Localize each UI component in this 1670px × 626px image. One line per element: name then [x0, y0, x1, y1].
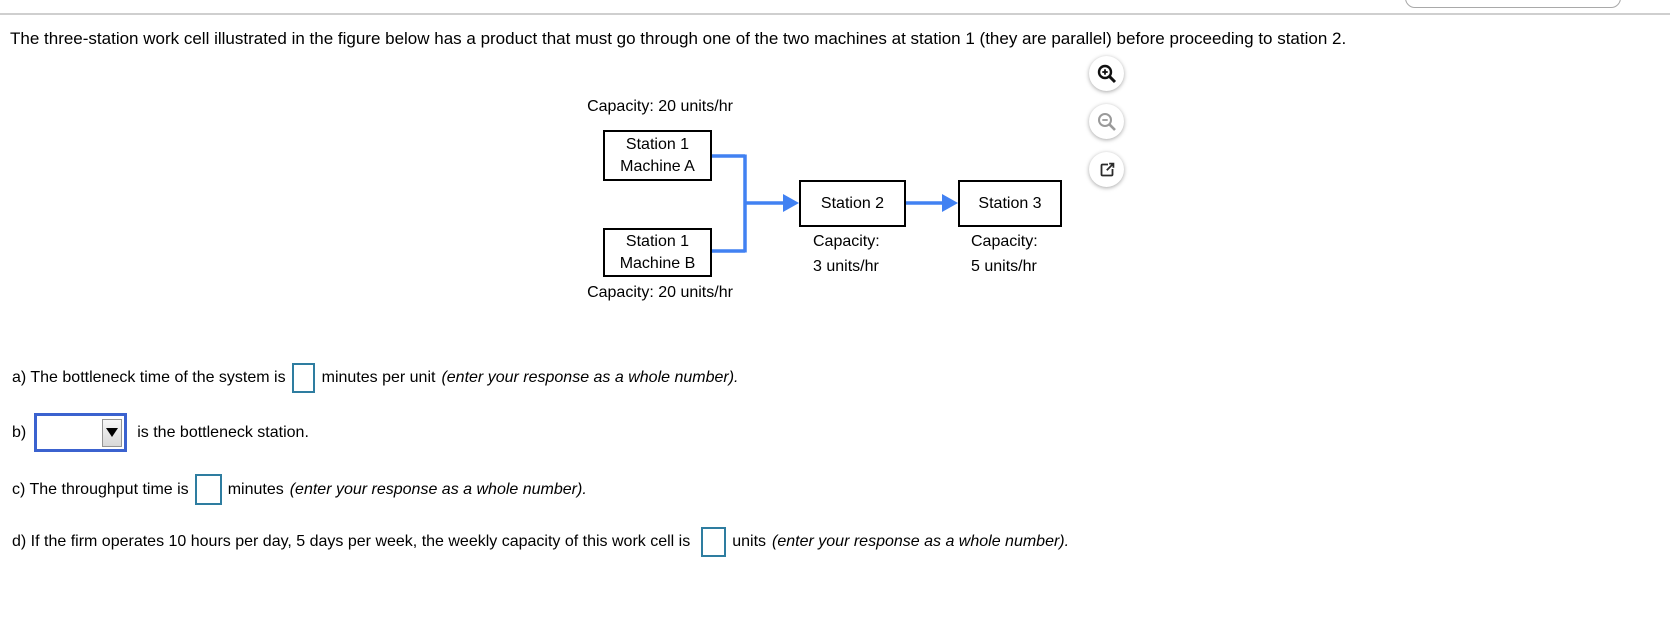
station3-capacity-line2: 5 units/hr	[971, 258, 1037, 275]
station1-machine-b-line1: Station 1	[625, 232, 690, 250]
zoom-out-button[interactable]	[1089, 104, 1124, 139]
station1-machine-a-box: Station 1 Machine A	[603, 130, 712, 181]
question-b-dropdown[interactable]	[34, 413, 128, 452]
station2-capacity-line1: Capacity:	[813, 233, 880, 250]
station3-label: Station 3	[978, 194, 1042, 212]
question-b-post-text: is the bottleneck station.	[137, 423, 309, 441]
capacity-label-machine-a: Capacity: 20 units/hr	[587, 98, 733, 115]
question-a: a) The bottleneck time of the system is …	[12, 363, 739, 393]
station2-label: Station 2	[820, 194, 885, 212]
station1-machine-a-line2: Machine A	[620, 157, 695, 175]
arrowhead-to-station2	[783, 194, 799, 212]
chevron-down-icon	[106, 428, 119, 437]
question-d-note: (enter your response as a whole number).	[772, 533, 1070, 550]
problem-statement: The three-station work cell illustrated …	[10, 29, 1347, 48]
question-a-units: minutes per unit	[321, 369, 436, 386]
station3-capacity: Capacity: 5 units/hr	[971, 229, 1038, 279]
flow-arrows	[712, 154, 958, 253]
question-a-text: a) The bottleneck time of the system is	[12, 369, 286, 386]
dropdown-button[interactable]	[102, 418, 123, 447]
question-b-text: b)	[12, 423, 27, 441]
station1-machine-b-box: Station 1 Machine B	[603, 228, 712, 277]
clipped-toolbar-button[interactable]	[1405, 0, 1621, 8]
station2-capacity: Capacity: 3 units/hr	[813, 229, 880, 279]
station2-box: Station 2	[799, 180, 906, 227]
question-d-answer-input[interactable]	[701, 527, 727, 557]
question-d-text: d) If the firm operates 10 hours per day…	[12, 533, 691, 550]
question-c: c) The throughput time is minutes (enter…	[12, 474, 587, 505]
question-c-text: c) The throughput time is	[12, 480, 189, 498]
question-d-units: units	[732, 533, 767, 550]
question-c-units: minutes	[227, 480, 284, 498]
question-d: d) If the firm operates 10 hours per day…	[12, 527, 1069, 557]
station1-machine-b-line2: Machine B	[619, 254, 696, 272]
station3-box: Station 3	[958, 180, 1062, 227]
station3-capacity-line1: Capacity:	[971, 233, 1038, 250]
station2-capacity-line2: 3 units/hr	[813, 258, 879, 275]
question-a-answer-input[interactable]	[291, 363, 315, 393]
open-in-new-window-button[interactable]	[1089, 152, 1124, 187]
top-divider	[0, 13, 1670, 15]
external-link-icon	[1100, 162, 1114, 176]
station1-machine-a-line1: Station 1	[625, 135, 690, 153]
question-a-note: (enter your response as a whole number).	[441, 369, 739, 386]
capacity-label-machine-b: Capacity: 20 units/hr	[587, 284, 733, 301]
zoom-out-icon	[1097, 112, 1116, 131]
question-c-answer-input[interactable]	[194, 474, 222, 505]
zoom-in-button[interactable]	[1089, 56, 1124, 91]
zoom-in-icon	[1097, 64, 1116, 83]
question-c-note: (enter your response as a whole number).	[289, 480, 587, 498]
question-b: b) is the bottleneck station.	[12, 413, 309, 452]
arrowhead-to-station3	[942, 194, 958, 212]
